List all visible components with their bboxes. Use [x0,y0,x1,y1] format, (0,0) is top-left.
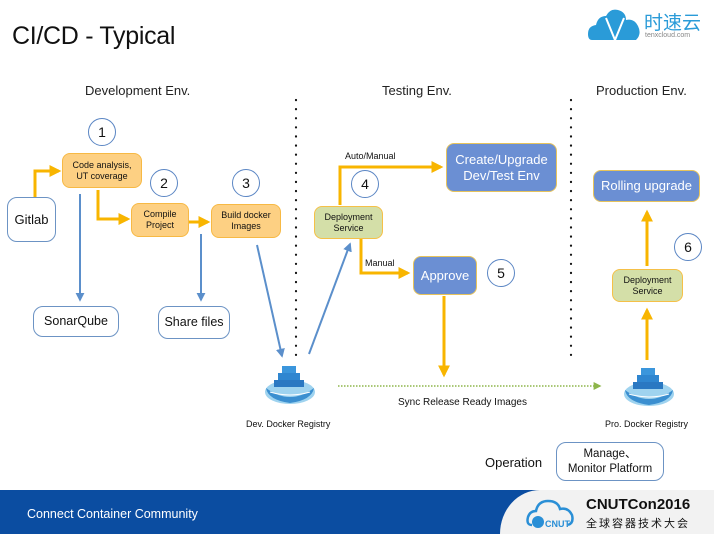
footer-bar: Connect Container Community CNUT CNUTCon… [0,490,714,534]
cnut-badge-text: CNUT [545,519,570,529]
compile-line2: Project [145,220,174,230]
build-line1: Build docker [221,210,271,221]
rolling-upgrade-node[interactable]: Rolling upgrade [593,170,700,202]
approve-label: Approve [420,267,470,283]
logo-brand-cn: 时速云 [644,13,702,34]
manage-monitor-platform-node[interactable]: Manage、 Monitor Platform [556,442,664,481]
step-4-badge: 4 [351,170,379,198]
step-2-badge: 2 [150,169,178,197]
compile-line1: Compile [143,209,177,220]
code-analysis-node[interactable]: Code analysis, UT coverage [62,153,142,188]
auto-manual-label: Auto/Manual [345,151,396,161]
operation-label: Operation [485,455,543,470]
code-analysis-line1: Code analysis, [72,159,132,170]
gitlab-label: Gitlab [14,211,49,227]
create-upgrade-line2: Dev/Test Env [463,167,540,183]
prod-docker-registry-icon[interactable] [623,366,675,406]
test-deploy-line2: Service [333,222,364,233]
share-files-label: Share files [164,315,224,329]
prod-deploy-line1: Deployment [623,274,672,285]
test-deployment-service-node[interactable]: Deployment Service [314,206,383,239]
tenxcloud-logo: 时速云 tenxcloud.com [588,4,714,44]
sonarqube-node[interactable]: SonarQube [33,306,119,337]
cnut-cloud-icon: CNUT [526,499,574,529]
step-5-badge: 5 [487,259,515,287]
step-3-badge: 3 [232,169,260,197]
step-1-badge: 1 [88,118,116,146]
compile-project-node[interactable]: Compile Project [131,203,189,237]
logo-brand-url: tenxcloud.com [645,32,691,39]
page-title: CI/CD - Typical [12,22,176,50]
dev-registry-label: Dev. Docker Registry [246,419,331,429]
build-images-node[interactable]: Build docker Images [211,204,281,238]
arrow-dev-registry-to-deploy [308,242,352,355]
cloud-logo-icon [588,9,640,41]
gitlab-node[interactable]: Gitlab [7,197,56,242]
arrow-analysis-to-compile [96,190,131,225]
platform-line1: Manage、 [583,448,637,461]
dev-docker-registry-icon[interactable] [264,364,316,404]
sonarqube-label: SonarQube [44,314,108,328]
cnutcon-logo-area: CNUT CNUTCon2016 全球容器技术大会 [500,490,714,534]
env-development: Development Env. [85,83,191,98]
code-analysis-line2: UT coverage [76,170,128,181]
env-testing: Testing Env. [382,83,452,98]
event-name: CNUTCon2016 [586,496,691,513]
arrow-build-to-dev-registry [256,244,285,358]
sync-label: Sync Release Ready Images [398,397,527,408]
prod-registry-label: Pro. Docker Registry [605,419,689,429]
create-upgrade-env-node[interactable]: Create/Upgrade Dev/Test Env [446,143,557,192]
prod-deployment-service-node[interactable]: Deployment Service [612,269,683,302]
step-6-badge: 6 [674,233,702,261]
event-name-cn: 全球容器技术大会 [586,518,690,530]
arrow-gitlab-to-analysis [33,165,62,197]
arrow-deploy-to-create [338,161,444,205]
manual-label: Manual [365,258,395,268]
create-upgrade-line1: Create/Upgrade [455,151,548,167]
prod-deploy-line2: Service [632,285,663,296]
footer-tagline: Connect Container Community [27,507,198,521]
platform-line2: Monitor Platform [567,462,653,475]
build-line2: Images [231,221,261,231]
share-files-node[interactable]: Share files [158,306,230,339]
test-deploy-line1: Deployment [324,211,373,222]
rolling-upgrade-label: Rolling upgrade [600,178,693,194]
env-production: Production Env. [596,83,687,98]
approve-node[interactable]: Approve [413,256,477,295]
arrow-deploy-to-approve [359,239,411,279]
